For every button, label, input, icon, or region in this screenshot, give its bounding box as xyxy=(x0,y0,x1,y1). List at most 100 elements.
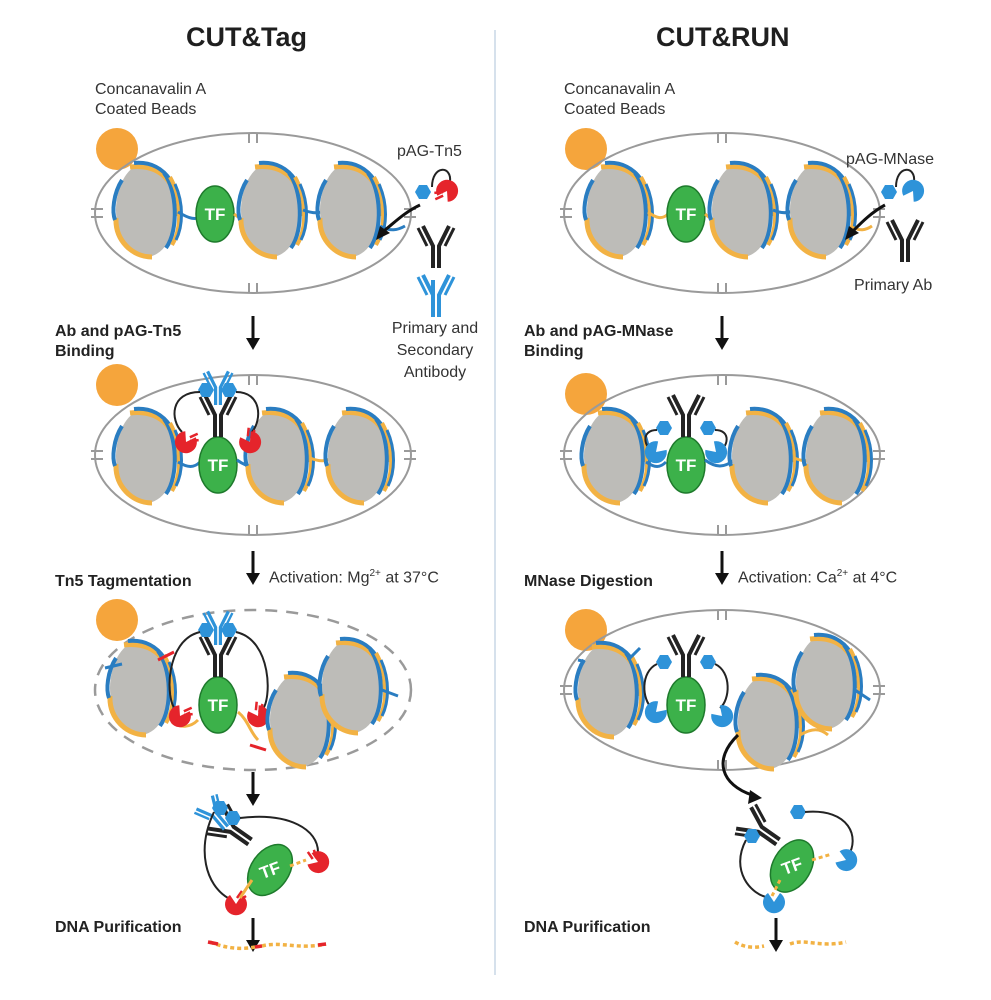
beads-label-line1: Concanavalin A xyxy=(564,81,676,98)
protein-ag-icon xyxy=(656,421,672,435)
activation-prefix: Activation: Mg xyxy=(269,569,370,587)
concanavalin-bead xyxy=(565,128,607,170)
primary-antibody-icon xyxy=(416,224,456,270)
primary-ab-label: Primary Ab xyxy=(854,277,933,294)
activation-superscript: 2+ xyxy=(836,568,849,579)
protein-ag-icon xyxy=(700,655,716,669)
tn5-enzyme-icon xyxy=(300,845,334,878)
nucleosome xyxy=(325,409,393,503)
step-binding-line1: Ab and pAG-Tn5 xyxy=(55,323,182,340)
nucleosome xyxy=(581,409,649,503)
cut-and-tag-panel xyxy=(91,128,464,954)
nucleosome xyxy=(787,163,855,257)
tagmented-dna-fragment xyxy=(209,940,327,951)
tf-label: TF xyxy=(676,696,697,715)
antibody-label-line3: Antibody xyxy=(403,364,467,381)
primary-antibody-icon xyxy=(666,633,706,679)
mnase-enzyme-icon xyxy=(833,846,861,875)
protein-ag-icon xyxy=(198,623,214,637)
step-binding-line2: Binding xyxy=(524,343,584,360)
activation-suffix: at 37°C xyxy=(380,569,439,587)
mnase-enzyme-icon xyxy=(898,175,929,205)
curved-arrow-icon xyxy=(845,226,859,240)
down-arrow-icon xyxy=(244,314,262,352)
nucleosome xyxy=(238,163,306,257)
protein-ag-icon xyxy=(700,421,716,435)
primary-antibody-icon xyxy=(198,393,238,439)
nucleosome xyxy=(113,409,181,503)
activation-label-mg: Activation: Mg2+ at 37°C xyxy=(269,564,439,587)
concanavalin-bead xyxy=(96,364,138,406)
nucleosome xyxy=(709,163,777,257)
nucleosome xyxy=(575,643,643,737)
protein-ag-icon xyxy=(198,383,214,397)
beads-label-line1: Concanavalin A xyxy=(95,81,207,98)
curved-arrow-icon xyxy=(376,226,390,240)
tn5-enzyme-icon xyxy=(429,174,464,210)
nucleosome xyxy=(245,409,313,503)
nucleosome xyxy=(113,163,181,257)
cell-permeabilized xyxy=(560,609,885,771)
primary-antibody-icon xyxy=(666,393,706,439)
cut-and-tag-title: CUT&Tag xyxy=(186,22,307,52)
concanavalin-bead xyxy=(565,373,607,415)
secondary-antibody-icon xyxy=(416,273,456,319)
down-arrow-icon xyxy=(713,549,731,587)
down-arrow-icon xyxy=(767,916,785,954)
tf-label: TF xyxy=(208,696,229,715)
cut-and-run-panel xyxy=(560,128,929,954)
nucleosome xyxy=(729,409,797,503)
down-arrow-icon xyxy=(244,549,262,587)
antibody-label-line2: Secondary xyxy=(396,342,474,359)
mnase-enzyme-icon xyxy=(640,697,671,728)
beads-label-line2: Coated Beads xyxy=(95,101,197,118)
beads-label-line2: Coated Beads xyxy=(564,101,666,118)
activation-suffix: at 4°C xyxy=(848,569,898,587)
digested-dna-fragment xyxy=(734,940,765,949)
nucleosome xyxy=(793,635,861,729)
activation-prefix: Activation: Ca xyxy=(738,569,837,587)
protein-ag-icon xyxy=(656,655,672,669)
tf-label: TF xyxy=(676,205,697,224)
nucleosome xyxy=(584,163,652,257)
mnase-enzyme-icon xyxy=(763,893,785,914)
cell-dissolved xyxy=(93,608,413,772)
digested-dna-fragment xyxy=(789,940,847,946)
activation-superscript: 2+ xyxy=(369,568,381,579)
primary-antibody-icon xyxy=(885,218,925,264)
nucleosome xyxy=(803,409,871,503)
step-tagmentation: Tn5 Tagmentation xyxy=(55,573,192,590)
antibody-label-line1: Primary and xyxy=(391,320,479,337)
step-binding-line1: Ab and pAG-MNase xyxy=(524,323,674,340)
protein-ag-icon xyxy=(790,805,806,819)
activation-label-ca: Activation: Ca2+ at 4°C xyxy=(738,564,897,587)
nucleosome xyxy=(317,163,385,257)
pag-mnase-label: pAG-MNase xyxy=(846,151,935,168)
protein-ag-icon xyxy=(221,383,237,397)
cell-permeabilized xyxy=(91,374,416,536)
protein-ag-icon xyxy=(415,185,431,199)
step-dna-purification: DNA Purification xyxy=(524,919,651,936)
concanavalin-bead xyxy=(96,599,138,641)
tf-label: TF xyxy=(676,456,697,475)
cut-and-run-title: CUT&RUN xyxy=(656,22,790,52)
nucleosome xyxy=(319,639,387,733)
curved-arrow-icon xyxy=(748,790,762,804)
cell-permeabilized xyxy=(560,132,885,294)
tf-label: TF xyxy=(205,205,226,224)
protein-ag-icon xyxy=(881,185,897,199)
step-dna-purification: DNA Purification xyxy=(55,919,182,936)
mnase-enzyme-icon xyxy=(707,701,738,732)
down-arrow-icon xyxy=(713,314,731,352)
tf-label: TF xyxy=(208,456,229,475)
step-digestion: MNase Digestion xyxy=(524,573,653,590)
protein-ag-icon xyxy=(221,623,237,637)
primary-antibody-icon xyxy=(198,633,238,679)
step-binding-line2: Binding xyxy=(55,343,115,360)
cell-permeabilized xyxy=(91,132,416,294)
down-arrow-icon xyxy=(244,770,262,808)
cell-permeabilized xyxy=(560,374,885,536)
concanavalin-bead xyxy=(96,128,138,170)
pag-tn5-label: pAG-Tn5 xyxy=(397,143,462,160)
